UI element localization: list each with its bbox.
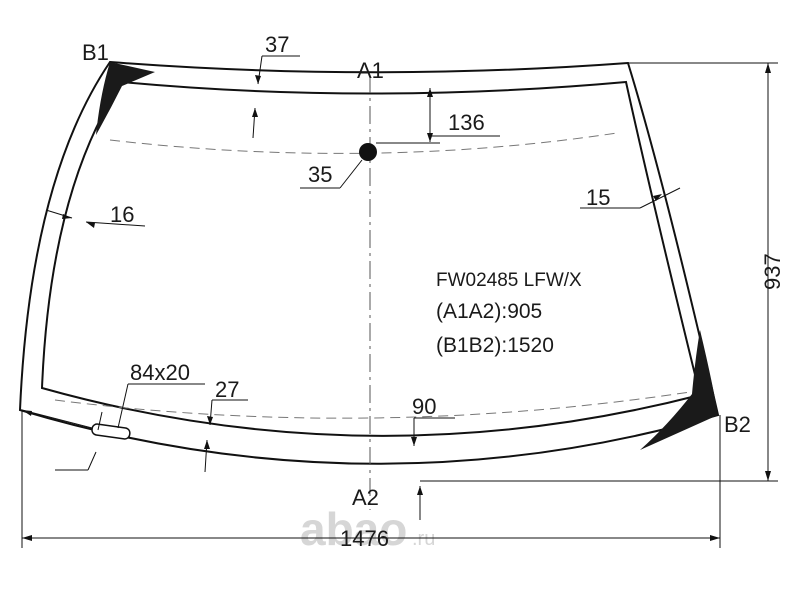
glass-outer-outline [18,60,720,465]
watermark: abao .ru [300,503,435,555]
side-right-dimension [580,187,681,209]
point-b2-label: B2 [724,412,751,437]
height-dimension [420,62,778,482]
top-to-dashed-dimension [376,88,500,144]
dim-top-border-value: 37 [265,32,289,57]
bottom-left-dimension [204,399,248,473]
watermark-tld: .ru [412,528,435,550]
bottom-left-edge-leader [21,409,97,471]
point-a2-label: A2 [352,485,379,510]
mirror-dot-dimension [300,159,363,189]
side-left-dimension [45,209,146,228]
ceramic-corner-bottom-right [640,330,718,450]
dim-sensor-value: 84x20 [130,360,190,385]
dim-width-value: 1476 [340,526,389,551]
mirror-mount-dot [359,143,377,161]
glass-inner-outline [40,80,702,437]
dim-height-value: 937 [760,253,785,290]
watermark-brand: abao [300,503,407,555]
part-code: FW02485 LFW/X [436,270,582,291]
dim-top-to-dashed-value: 136 [448,110,485,135]
dim-bottom-center-value: 90 [412,394,436,419]
point-b1-label: B1 [82,40,109,65]
dim-side-right-value: 15 [586,185,610,210]
top-border-dimension [252,55,300,139]
bottom-center-dimension [411,417,455,520]
dim-mirror-dot-value: 35 [308,162,332,187]
dim-bottom-left-value: 27 [215,377,239,402]
b1b2-measurement: (B1B2):1520 [436,334,554,357]
bottom-dashed-line [54,391,691,419]
a1a2-measurement: (A1A2):905 [436,300,542,323]
ceramic-corner-top-left [96,62,155,135]
sensor-slot [91,423,131,440]
sensor-dimension [97,383,205,431]
dim-side-left-value: 16 [110,202,134,227]
point-a1-label: A1 [357,58,384,83]
